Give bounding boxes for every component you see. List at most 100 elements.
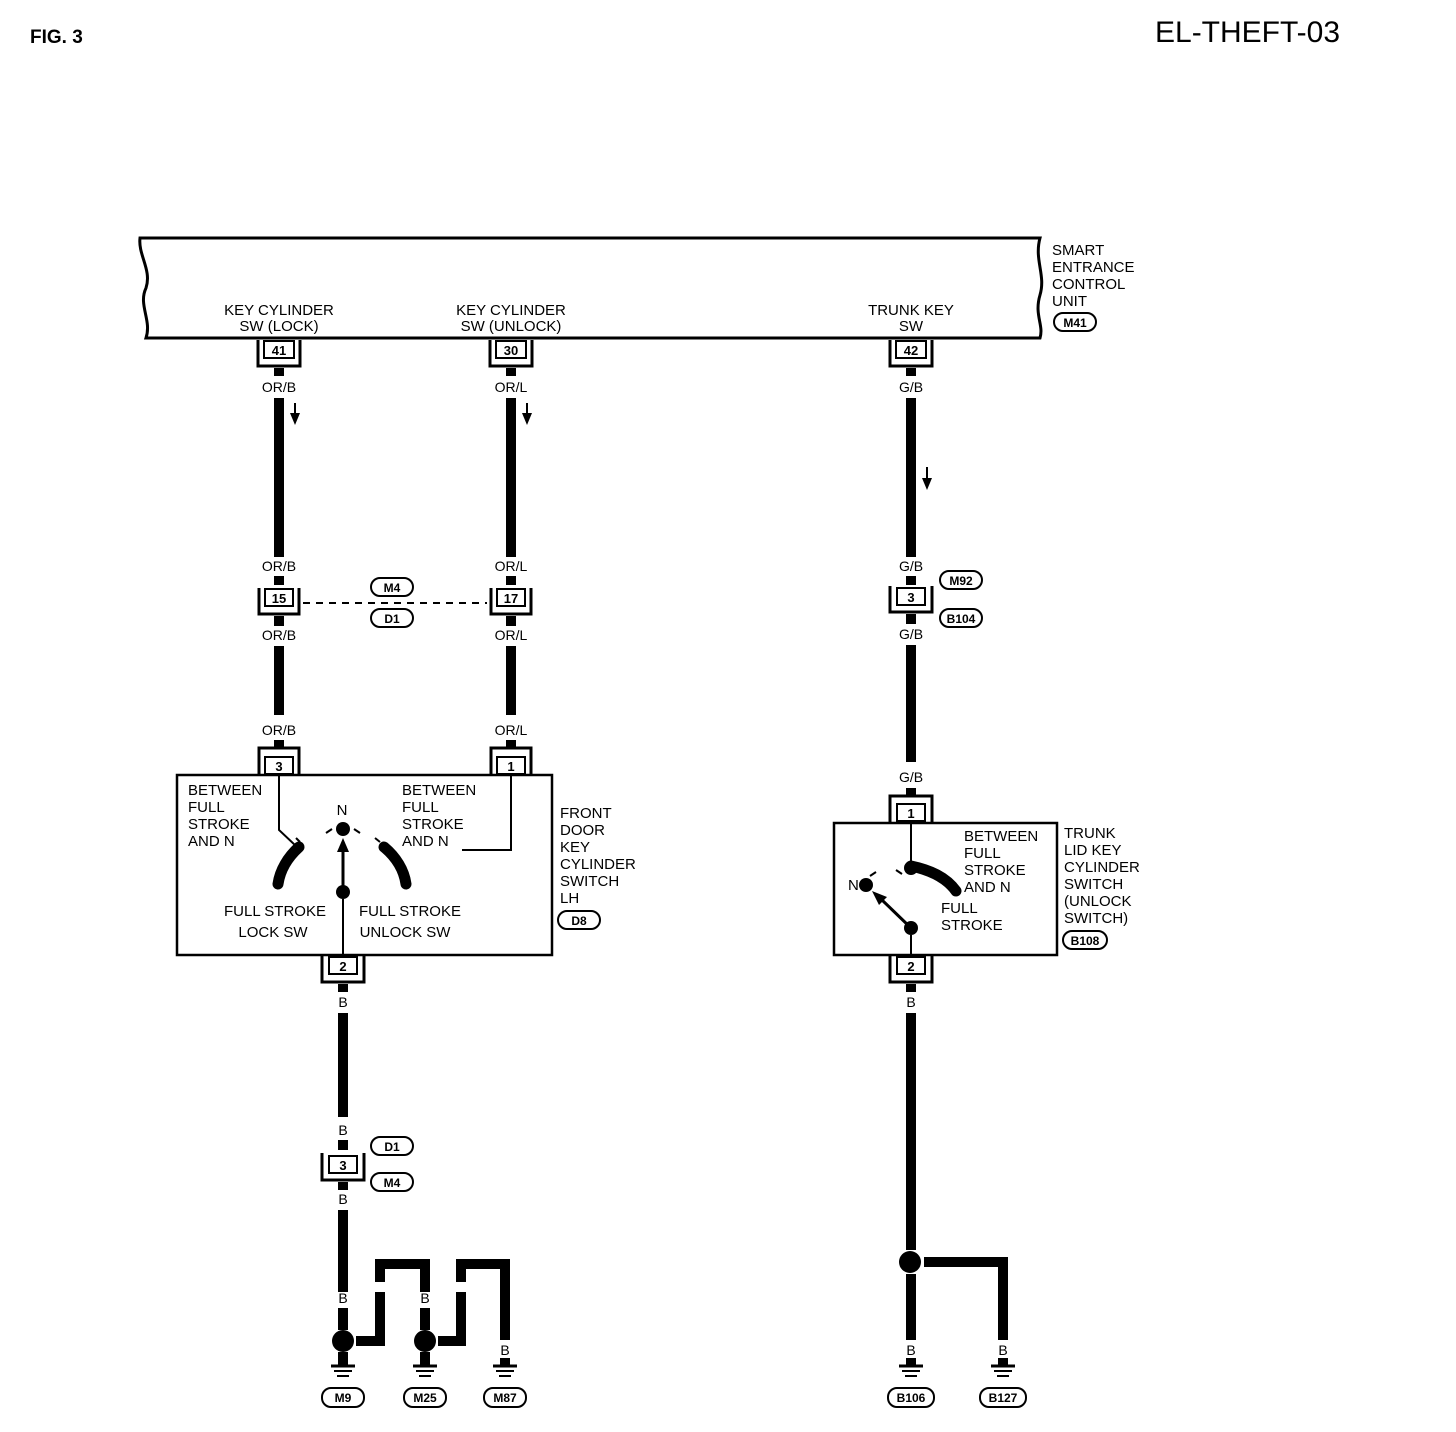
wire-color-unlock-3: OR/L (495, 627, 528, 643)
svg-text:UNLOCK SW: UNLOCK SW (360, 924, 452, 941)
svg-text:FULL STROKE: FULL STROKE (359, 903, 461, 920)
wire-color-lock-2: OR/B (262, 558, 296, 574)
svg-text:LID KEY: LID KEY (1064, 842, 1122, 859)
svg-text:STROKE: STROKE (188, 816, 250, 833)
svg-text:30: 30 (504, 343, 518, 358)
svg-text:CYLINDER: CYLINDER (560, 856, 636, 873)
arrow-down-lock (290, 403, 300, 425)
door-switch-internal-left (278, 776, 297, 847)
svg-text:FULL STROKE: FULL STROKE (224, 903, 326, 920)
svg-text:STROKE: STROKE (964, 862, 1026, 879)
svg-text:M25: M25 (413, 1391, 437, 1405)
svg-text:SWITCH: SWITCH (1064, 876, 1123, 893)
wire-color-lock-4: OR/B (262, 722, 296, 738)
svg-text:SWITCH: SWITCH (560, 873, 619, 890)
svg-text:D1: D1 (384, 612, 400, 626)
svg-text:FRONT: FRONT (560, 805, 612, 822)
connector-tag-m92: M92 (939, 570, 983, 590)
wire-color-branch-2: B (420, 1290, 429, 1306)
pin-30: 30 (488, 340, 534, 368)
trunk-switch-neutral-label: N (848, 877, 859, 894)
svg-text:3: 3 (907, 590, 914, 605)
svg-text:SW: SW (899, 318, 924, 335)
door-switch-neutral-label: N (337, 802, 348, 819)
door-switch-pin-2: 2 (320, 956, 366, 984)
svg-text:B104: B104 (947, 612, 976, 626)
door-switch-connector-tag: D8 (557, 910, 601, 930)
trunk-switch-arc (905, 860, 962, 897)
svg-text:FULL: FULL (402, 799, 439, 816)
svg-text:KEY: KEY (560, 839, 590, 856)
connector-tag-b104: B104 (939, 608, 983, 628)
control-unit-name: SMART ENTRANCE CONTROL UNIT (1052, 242, 1135, 310)
trunk-switch-between-text: BETWEEN FULL STROKE AND N (964, 828, 1038, 896)
door-switch-lever-arrow (337, 838, 349, 852)
wire-color-trunk-3: G/B (899, 626, 923, 642)
terminal-label-trunk: TRUNK KEY SW (868, 302, 954, 335)
pin-42: 42 (888, 340, 934, 368)
svg-text:FULL: FULL (941, 900, 978, 917)
svg-text:STROKE: STROKE (941, 917, 1003, 934)
svg-text:DOOR: DOOR (560, 822, 605, 839)
door-switch-unlock-contact (378, 841, 412, 890)
wire-color-door-ground-2: B (338, 1122, 347, 1138)
connector-tag-m4-lower: M4 (370, 1172, 414, 1192)
trunk-switch-pin-2: 2 (888, 956, 934, 984)
svg-text:M41: M41 (1063, 316, 1087, 330)
svg-text:ENTRANCE: ENTRANCE (1052, 259, 1135, 276)
door-switch-pin-3: 3 (257, 746, 301, 775)
trunk-switch-name: TRUNK LID KEY CYLINDER SWITCH (UNLOCK SW… (1064, 825, 1140, 927)
door-switch-right-text: BETWEEN FULL STROKE AND N (402, 782, 476, 850)
svg-text:M87: M87 (493, 1391, 517, 1405)
wire-color-lock-3: OR/B (262, 627, 296, 643)
wire-color-door-ground-1: B (338, 994, 347, 1010)
svg-text:TRUNK: TRUNK (1064, 825, 1116, 842)
connector-tag-m4-upper: M4 (370, 577, 414, 597)
svg-text:KEY CYLINDER: KEY CYLINDER (224, 302, 334, 319)
svg-text:FULL: FULL (964, 845, 1001, 862)
trunk-switch-neutral-contact (859, 878, 873, 892)
door-switch-name: FRONT DOOR KEY CYLINDER SWITCH LH (560, 805, 636, 907)
door-switch-lock-label: FULL STROKE LOCK SW (224, 903, 326, 941)
wire-color-unlock-4: OR/L (495, 722, 528, 738)
svg-text:AND N: AND N (402, 833, 449, 850)
trunk-switch-pin-1: 1 (888, 794, 934, 822)
ground-splice-m25 (414, 1330, 436, 1352)
svg-text:SWITCH): SWITCH) (1064, 910, 1128, 927)
svg-text:LOCK SW: LOCK SW (238, 924, 308, 941)
wire-color-branch-3: B (456, 1290, 465, 1306)
svg-text:BETWEEN: BETWEEN (402, 782, 476, 799)
svg-text:M9: M9 (335, 1391, 352, 1405)
svg-text:AND N: AND N (188, 833, 235, 850)
svg-text:SMART: SMART (1052, 242, 1104, 259)
wire-color-unlock-1: OR/L (495, 379, 528, 395)
svg-text:LH: LH (560, 890, 579, 907)
svg-text:3: 3 (339, 1158, 346, 1173)
wire-color-unlock-2: OR/L (495, 558, 528, 574)
pin-41: 41 (256, 340, 302, 368)
door-switch-neutral-contact (336, 822, 350, 836)
trunk-switch-lever-arrow (872, 891, 887, 905)
svg-text:KEY CYLINDER: KEY CYLINDER (456, 302, 566, 319)
ground-symbol-b106: B106 (887, 1358, 935, 1408)
wire-color-trunk-ground-2: B (906, 1342, 915, 1358)
door-switch-pin-1: 1 (489, 746, 533, 775)
wire-color-door-ground-4: B (338, 1290, 347, 1306)
wire-color-trunk-1: G/B (899, 379, 923, 395)
svg-text:M92: M92 (949, 574, 973, 588)
svg-text:M4: M4 (384, 581, 401, 595)
svg-text:B106: B106 (897, 1391, 926, 1405)
terminal-label-lock: KEY CYLINDER SW (LOCK) (224, 302, 334, 335)
wire-color-lock-1: OR/B (262, 379, 296, 395)
wire-color-trunk-ground-1: B (906, 994, 915, 1010)
door-switch-box (175, 773, 554, 957)
svg-text:D8: D8 (571, 914, 587, 928)
connector-tag-d1-lower: D1 (370, 1136, 414, 1156)
svg-text:CONTROL: CONTROL (1052, 276, 1125, 293)
ground-symbol-m25: M25 (403, 1352, 447, 1408)
svg-text:2: 2 (339, 959, 346, 974)
control-unit-body (138, 236, 1044, 340)
trunk-switch-full-text: FULL STROKE (941, 900, 1003, 934)
wire-color-trunk-4: G/B (899, 769, 923, 785)
door-switch-unlock-label: FULL STROKE UNLOCK SW (359, 903, 461, 941)
